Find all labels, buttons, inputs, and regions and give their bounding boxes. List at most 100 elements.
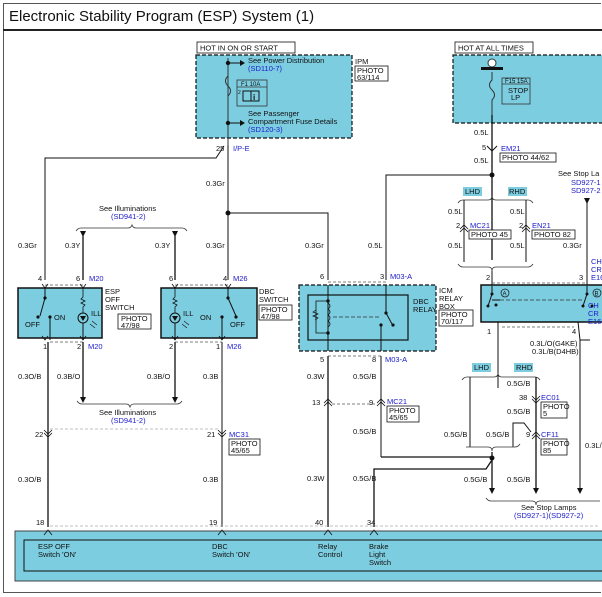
svg-text:85: 85 — [543, 446, 551, 455]
connector-ec01: EC01 — [541, 393, 560, 402]
svg-text:LP: LP — [511, 93, 520, 102]
svg-text:STOP: STOP — [508, 86, 528, 95]
svg-text:PHOTO: PHOTO — [543, 402, 570, 411]
svg-text:ON: ON — [54, 313, 65, 322]
ign-header: HOT IN ON OR START — [200, 44, 278, 53]
svg-text:25: 25 — [216, 144, 224, 153]
svg-text:DBC: DBC — [413, 297, 429, 306]
esp-off-switch[interactable]: 4 6 M20 OFF ON ILL ESP OFF SWITCH PHOTO … — [17, 274, 152, 351]
svg-text:LHD: LHD — [465, 187, 481, 196]
esp-control-module[interactable]: 18 19 40 34 ESP OFF Switch 'ON' DBC Swit… — [14, 518, 602, 582]
svg-text:0.5G/B: 0.5G/B — [353, 474, 376, 483]
connector-em21: EM21 — [501, 144, 521, 153]
svg-text:PHOTO: PHOTO — [121, 314, 148, 323]
title-divider — [3, 29, 602, 31]
svg-text:1: 1 — [216, 342, 220, 351]
ref-link-sd110-7[interactable]: (SD110-7) — [248, 64, 283, 73]
svg-text:38: 38 — [519, 393, 527, 402]
fuse-f1-label: F1 10A — [241, 82, 260, 88]
svg-text:Control: Control — [318, 550, 343, 559]
svg-text:PHOTO: PHOTO — [357, 66, 384, 75]
svg-text:0.5G/B: 0.5G/B — [464, 475, 487, 484]
svg-text:19: 19 — [209, 518, 217, 527]
ref-link-sd120-3[interactable]: (SD120-3) — [248, 125, 283, 134]
svg-text:0.3Gr: 0.3Gr — [18, 241, 37, 250]
svg-text:A: A — [503, 292, 507, 298]
ref-power-distribution: See Power Distribution — [248, 56, 324, 65]
svg-text:Compartment Fuse Details: Compartment Fuse Details — [248, 117, 337, 126]
svg-text:PHOTO: PHOTO — [231, 439, 258, 448]
svg-text:0.5L: 0.5L — [474, 128, 489, 137]
svg-text:RELAY: RELAY — [413, 305, 437, 314]
svg-text:CR: CR — [591, 265, 602, 274]
svg-text:PHOTO: PHOTO — [261, 305, 288, 314]
svg-text:6: 6 — [169, 274, 173, 283]
svg-text:M20: M20 — [88, 342, 103, 351]
page-title: Electronic Stability Program (ESP) Syste… — [9, 8, 315, 25]
stop-lamp-switch[interactable]: 2 3 A B 1 4 — [480, 273, 602, 336]
svg-text:8: 8 — [372, 355, 376, 364]
svg-text:M20: M20 — [89, 274, 104, 283]
svg-text:Light: Light — [369, 550, 386, 559]
svg-text:BOX: BOX — [439, 302, 455, 311]
svg-text:0.3L/B(D4HB): 0.3L/B(D4HB) — [532, 347, 579, 356]
connector-en21-rhd: EN21 — [532, 221, 551, 230]
ipm-box — [195, 54, 353, 139]
svg-text:6: 6 — [320, 272, 324, 281]
svg-text:0.3Y: 0.3Y — [65, 241, 80, 250]
batt-fuse-block[interactable]: HOT AT ALL TIMES F15 15A STOP LP — [452, 41, 602, 124]
svg-text:Switch 'ON': Switch 'ON' — [38, 550, 77, 559]
svg-text:CR: CR — [588, 309, 599, 318]
svg-text:OFF: OFF — [230, 320, 245, 329]
svg-text:0.5G/B: 0.5G/B — [353, 427, 376, 436]
dbc-switch[interactable]: 6 4 M26 ILL ON OFF DBC SWITCH PHOTO 47/9… — [160, 274, 293, 351]
svg-text:0.5G/B: 0.5G/B — [507, 407, 530, 416]
svg-text:0.3Gr: 0.3Gr — [206, 179, 225, 188]
svg-text:PHOTO: PHOTO — [389, 406, 416, 415]
svg-text:22: 22 — [35, 430, 43, 439]
svg-text:See Stop La: See Stop La — [558, 169, 600, 178]
svg-text:4: 4 — [572, 327, 576, 336]
connector-mc21-lhd: MC21 — [470, 221, 490, 230]
svg-text:0.5G/B: 0.5G/B — [353, 372, 376, 381]
svg-text:RHD: RHD — [509, 187, 526, 196]
ref-link-sd941-2-bottom[interactable]: (SD941-2) — [111, 416, 146, 425]
svg-text:CH: CH — [588, 301, 599, 310]
svg-text:0.3O/B: 0.3O/B — [18, 475, 41, 484]
svg-text:0.3B: 0.3B — [203, 475, 218, 484]
svg-text:2: 2 — [519, 221, 523, 230]
ipm-block[interactable]: HOT IN ON OR START See Power Distributio… — [195, 41, 389, 153]
svg-text:5: 5 — [482, 143, 486, 152]
svg-text:0.5L: 0.5L — [510, 241, 525, 250]
svg-text:13: 13 — [312, 398, 320, 407]
svg-text:63/114: 63/114 — [357, 73, 379, 82]
svg-text:ON: ON — [200, 313, 211, 322]
svg-text:18: 18 — [36, 518, 44, 527]
svg-text:2: 2 — [77, 342, 81, 351]
ecm-pin-esp-off: ESP OFF — [38, 542, 70, 551]
svg-text:MC21: MC21 — [387, 397, 407, 406]
svg-text:PHOTO: PHOTO — [441, 310, 468, 319]
svg-text:SWITCH: SWITCH — [259, 295, 289, 304]
ref-link-sd927[interactable]: (SD927-1)(SD927-2) — [514, 511, 584, 520]
svg-text:0.3B/O: 0.3B/O — [57, 372, 81, 381]
svg-text:M03-A: M03-A — [385, 355, 407, 364]
svg-text:0.5L: 0.5L — [448, 207, 463, 216]
rhd-tag-2 — [514, 363, 533, 372]
ref-link-sd927-1[interactable]: SD927-1 — [571, 178, 601, 187]
svg-text:DBC: DBC — [259, 287, 275, 296]
svg-text:ILL: ILL — [183, 309, 193, 318]
svg-text:LHD: LHD — [474, 363, 490, 372]
icm-relay-box[interactable]: 6 3 M03-A DBC RELAY ICM RELAY BOX PHOTO … — [298, 272, 474, 364]
ecm-pin-relay-control: Relay — [318, 542, 337, 551]
svg-text:ILL: ILL — [91, 309, 101, 318]
lhd-tag — [463, 187, 482, 196]
svg-text:2: 2 — [486, 273, 490, 282]
svg-text:1: 1 — [43, 342, 47, 351]
svg-text:F15 15A: F15 15A — [505, 79, 528, 85]
ref-link-sd941-2-top[interactable]: (SD941-2) — [111, 212, 146, 221]
svg-text:47/98: 47/98 — [121, 321, 140, 330]
svg-text:34: 34 — [367, 518, 375, 527]
ref-link-sd927-2[interactable]: SD927-2 — [571, 186, 601, 195]
svg-text:OFF: OFF — [25, 320, 40, 329]
